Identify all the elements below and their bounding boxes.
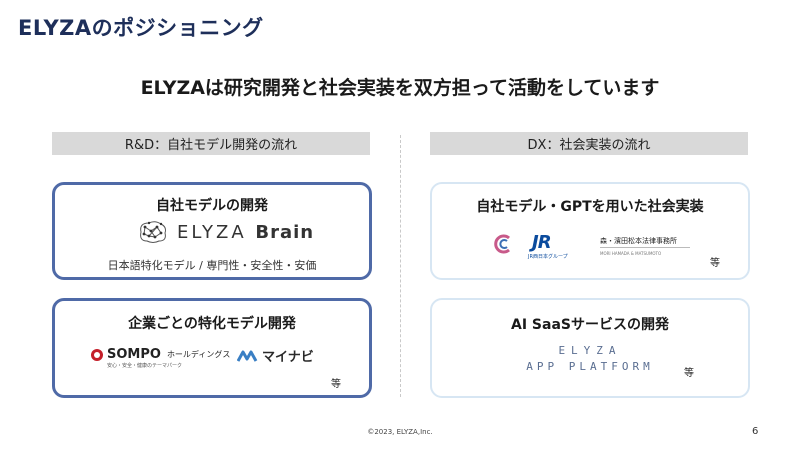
brain-network-icon — [140, 221, 166, 243]
sompo-tagline: 安心・安全・健康のテーマパーク — [107, 363, 183, 369]
card-ai-saas-development: AI SaaSサービスの開発 ELYZA APP PLATFORM 等 — [430, 298, 750, 398]
card-title: 企業ごとの特化モデル開発 — [128, 316, 296, 332]
card-subtitle: 日本語特化モデル / 専門性・安全性・安価 — [107, 259, 317, 272]
law-firm-name: 森・濱田松本法律事務所 — [600, 237, 677, 245]
card-social-implementation: 自社モデル・GPTを用いた社会実装 JR JR西日本グループ 森・濱田松本法律事… — [430, 182, 750, 280]
card-own-model-development: 自社モデルの開発 ELYZA Brain 日本語特化モデル / 専門性・安全性・… — [52, 182, 372, 280]
jr-group-label: JR西日本グループ — [528, 254, 568, 260]
card-title: AI SaaSサービスの開発 — [511, 317, 669, 333]
page-number: 6 — [752, 426, 759, 437]
app-platform-logo-line1: ELYZA — [558, 344, 622, 357]
mynavi-logo: マイナビ — [237, 346, 314, 365]
etc-label: 等 — [331, 379, 341, 390]
right-column-header: DX：社会実装の流れ — [430, 132, 748, 155]
law-firm-english: MORI HAMADA & MATSUMOTO — [600, 251, 662, 256]
column-divider — [400, 135, 401, 397]
app-platform-logo-line2: APP PLATFORM — [526, 360, 654, 373]
left-column-header: R&D：自社モデル開発の流れ — [52, 132, 370, 155]
etc-label: 等 — [710, 258, 720, 269]
headline: ELYZAは研究開発と社会実装を双方担って活動をしています — [140, 77, 660, 99]
partner-c-logo-icon — [494, 234, 510, 254]
sompo-name: SOMPO — [107, 347, 161, 362]
elyza-brain-wordmark: ELYZA Brain — [177, 221, 315, 243]
mynavi-name: マイナビ — [262, 350, 314, 365]
elyza-brain-logo: ELYZA Brain — [135, 219, 314, 245]
sompo-logo: SOMPO ホールディングス — [91, 347, 230, 362]
sompo-sub: ホールディングス — [166, 350, 231, 359]
card-enterprise-model-development: 企業ごとの特化モデル開発 SOMPO ホールディングス 安心・安全・健康のテーマ… — [52, 298, 372, 398]
slide-title: ELYZAのポジショニング — [18, 16, 264, 40]
etc-label: 等 — [684, 368, 694, 379]
copyright-footer: ©2023, ELYZA,Inc. — [367, 428, 433, 436]
card-title: 自社モデル・GPTを用いた社会実装 — [476, 199, 704, 215]
law-firm-divider — [600, 247, 690, 248]
mynavi-mark-icon — [237, 350, 258, 362]
sompo-mark-icon — [91, 348, 103, 361]
jr-logo: JR — [532, 232, 552, 253]
card-title: 自社モデルの開発 — [156, 198, 268, 214]
